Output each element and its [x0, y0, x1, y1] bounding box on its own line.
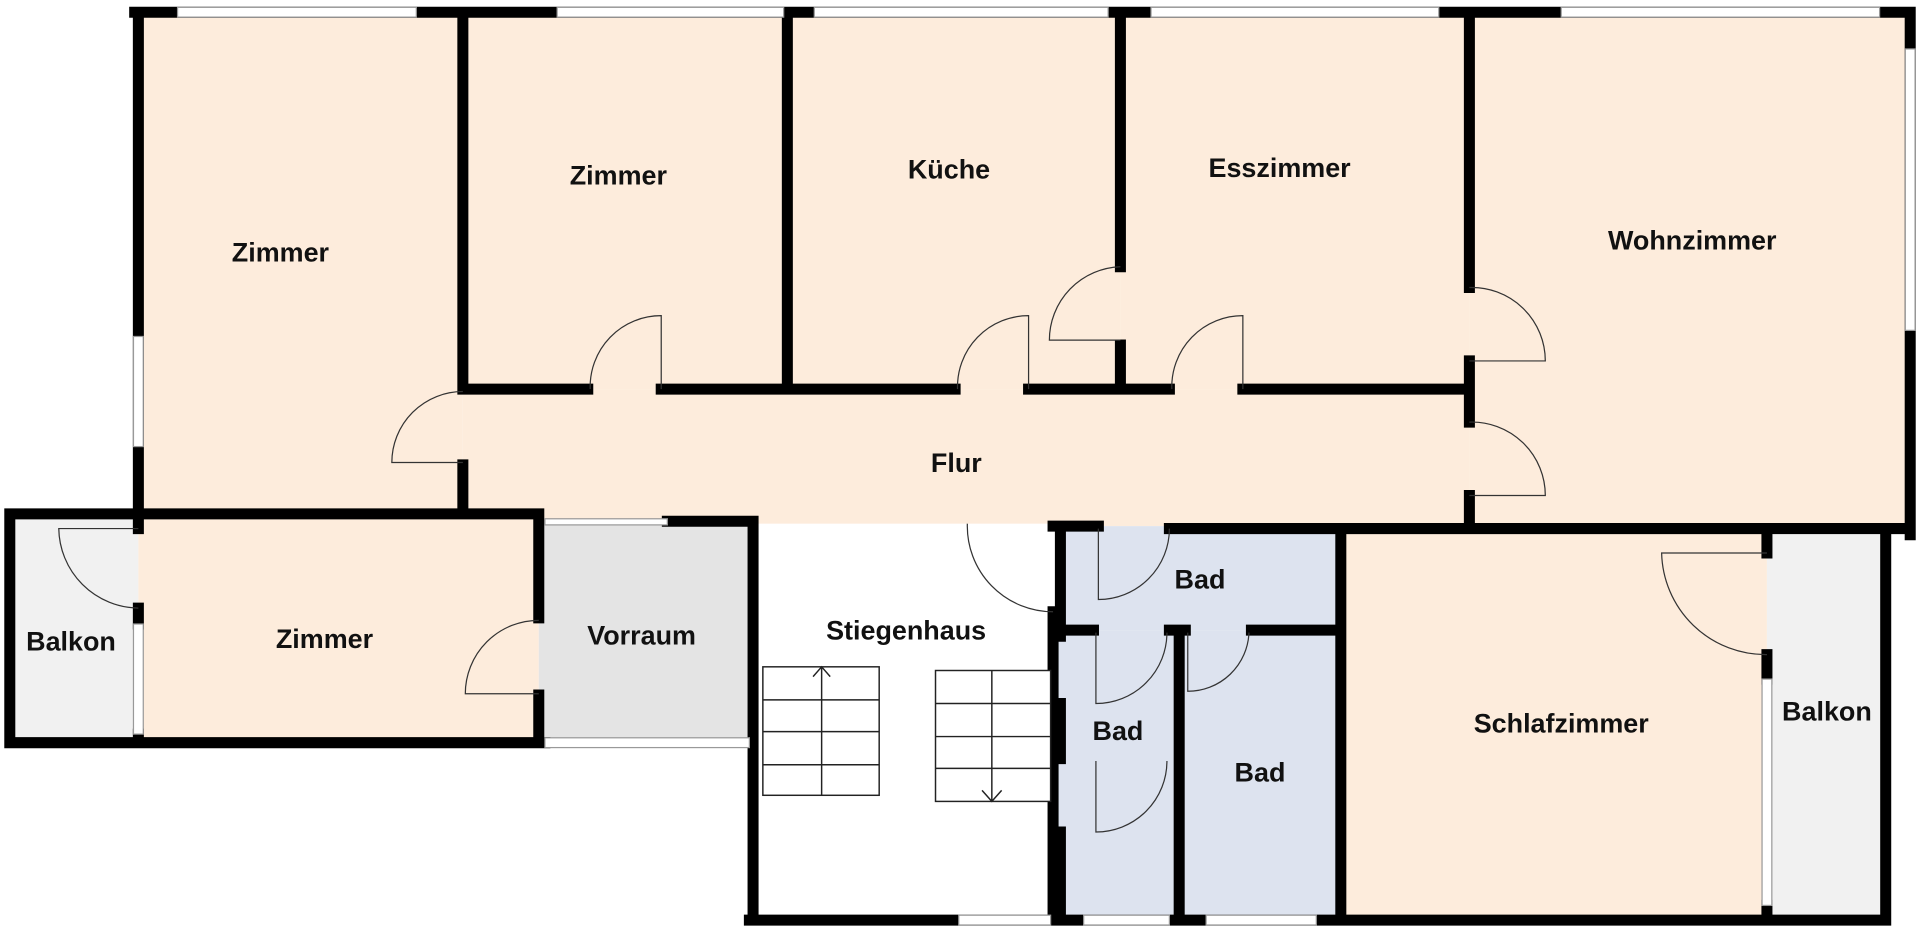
door-flur-zimmer1: [391, 390, 463, 464]
door-wohnzimmer: [1469, 286, 1546, 362]
door-esszimmer-kueche: [1048, 266, 1121, 341]
windows: [132, 6, 1916, 926]
room-esszimmer-fill: [1120, 12, 1470, 390]
room-label-zimmer: Zimmer: [232, 238, 330, 268]
room-flur-fill: [462, 389, 1470, 527]
room-balkon-left-fill: [9, 513, 139, 743]
door-esszimmer: [1171, 315, 1244, 390]
room-labels: Zimmer Zimmer Küche Esszimmer Wohnzimmer…: [26, 153, 1872, 787]
room-vorraum-fill: [538, 521, 754, 743]
room-label-zimmer: Zimmer: [276, 624, 374, 654]
room-bad-3-fill: [1179, 630, 1341, 921]
room-label-zimmer: Zimmer: [570, 161, 668, 191]
door-kueche: [956, 315, 1030, 390]
room-label-kueche: Küche: [908, 154, 990, 184]
room-label-balkon: Balkon: [26, 627, 116, 657]
room-label-wohnzimmer: Wohnzimmer: [1608, 225, 1777, 255]
door-bad-4: [1095, 761, 1168, 833]
room-label-bad: Bad: [1093, 716, 1144, 746]
room-wohnzimmer-fill: [1469, 12, 1911, 532]
door-zimmer3: [464, 619, 539, 695]
room-bad-1-fill: [1056, 526, 1341, 631]
room-label-bad: Bad: [1175, 564, 1226, 594]
stairs: [762, 665, 1052, 803]
room-label-schlafzimmer: Schlafzimmer: [1474, 709, 1650, 739]
room-kueche-fill: [787, 12, 1121, 390]
door-zimmer2: [589, 315, 662, 390]
door-balkon-left: [58, 527, 139, 609]
door-bad-2: [1095, 632, 1168, 705]
door-stiegenhaus: [966, 523, 1054, 613]
doors: [58, 266, 1767, 833]
door-wohnzimmer-flur: [1469, 421, 1546, 497]
room-label-balkon: Balkon: [1782, 696, 1872, 726]
room-label-esszimmer: Esszimmer: [1209, 153, 1352, 183]
door-balkon-right: [1661, 552, 1767, 656]
door-bad-3: [1187, 632, 1250, 692]
room-zimmer-2-fill: [462, 12, 788, 390]
room-balkon-right-fill: [1766, 534, 1886, 921]
room-zimmer-3-fill: [138, 516, 539, 743]
room-schlafzimmer-fill: [1340, 529, 1767, 921]
room-bad-2-fill: [1056, 630, 1180, 921]
room-label-stiegenhaus: Stiegenhaus: [826, 616, 986, 646]
room-zimmer-1-fill: [138, 12, 463, 517]
room-label-flur: Flur: [931, 448, 982, 478]
room-label-bad: Bad: [1235, 758, 1286, 788]
door-bad-1: [1097, 528, 1170, 601]
room-label-vorraum: Vorraum: [587, 621, 696, 651]
room-fills: [9, 12, 1911, 921]
